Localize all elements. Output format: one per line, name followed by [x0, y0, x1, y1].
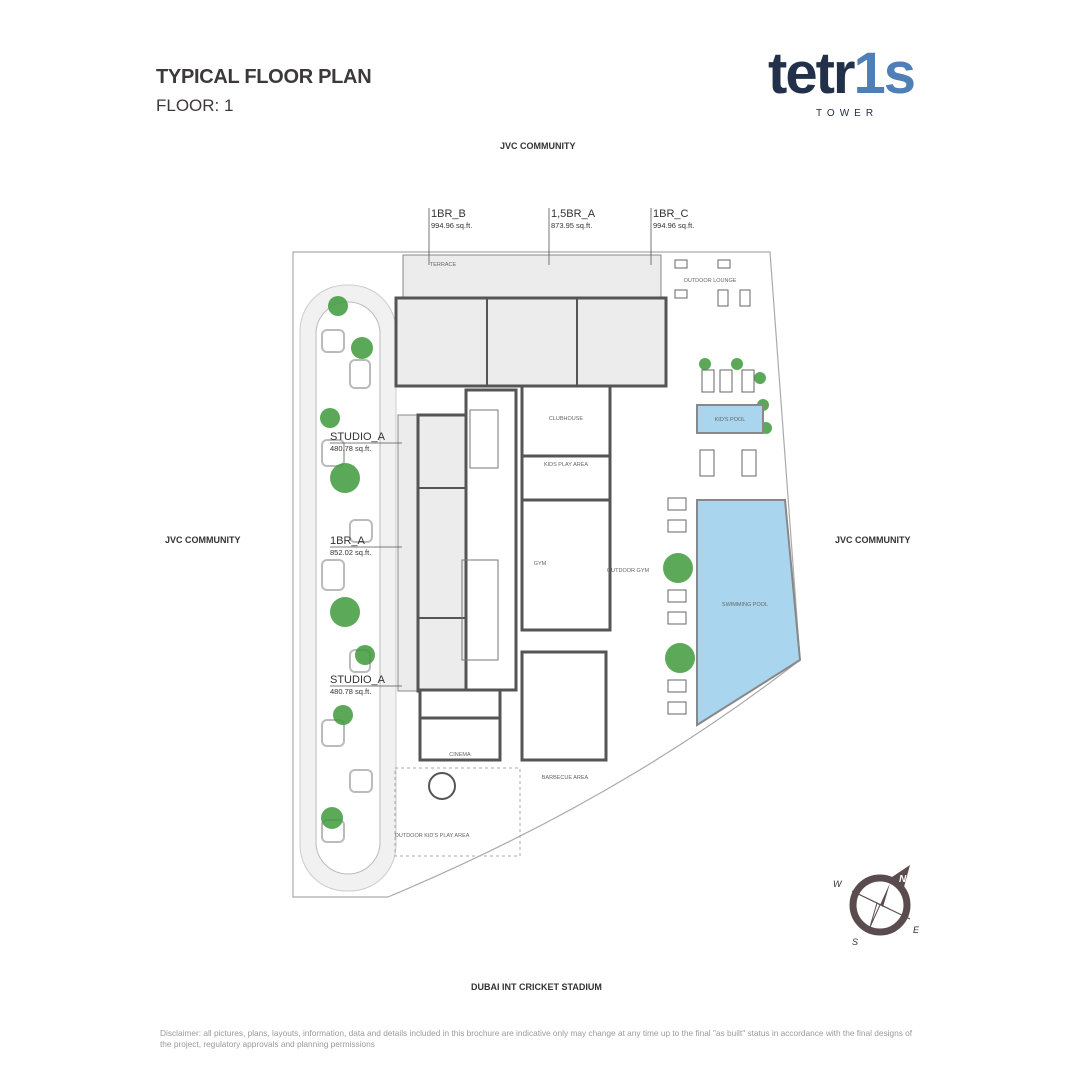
- clubhouse-label: CLUBHOUSE: [549, 416, 584, 422]
- play-structure: [428, 772, 456, 800]
- compass-icon: N W E S: [833, 865, 920, 947]
- jogging-track-inner: [315, 301, 381, 875]
- outdoor-kids-play-zone: [394, 767, 521, 857]
- kids-pool-label: KID'S POOL: [715, 417, 746, 423]
- garden-paths: [321, 329, 373, 843]
- compass-n: N: [899, 874, 907, 885]
- terrace-label: TERRACE: [430, 262, 457, 268]
- outdoor-gym-label: OUTDOOR GYM: [607, 568, 650, 574]
- kids-play-label: KIDS PLAY AREA: [544, 462, 588, 468]
- unit-leader-lines: [330, 208, 652, 687]
- swimming-pool-label: SWIMMING POOL: [722, 602, 768, 608]
- sun-loungers: [667, 259, 757, 715]
- trees: [320, 296, 772, 829]
- stair-core: [418, 688, 502, 720]
- kids-play-room: [520, 454, 612, 502]
- south-surrounding-label: DUBAI INT CRICKET STADIUM: [471, 982, 602, 992]
- floor-label: FLOOR: 1: [156, 96, 234, 115]
- outdoor-kids-play-label: OUTDOOR KID'S PLAY AREA: [395, 833, 470, 839]
- gym-room: [520, 498, 612, 632]
- left-terraces: [397, 414, 419, 692]
- clubhouse-room: [520, 384, 612, 458]
- left-units-block: [416, 413, 468, 693]
- kids-pool: [696, 404, 764, 434]
- north-surrounding-label: JVC COMMUNITY: [500, 141, 576, 151]
- compass-s: S: [852, 937, 858, 947]
- cinema-label: CINEMA: [449, 752, 471, 758]
- top-units-block: [394, 296, 668, 388]
- west-surrounding-label: JVC COMMUNITY: [165, 535, 241, 545]
- disclaimer: Disclaimer: all pictures, plans, layouts…: [160, 1028, 913, 1049]
- compass-e: E: [913, 925, 920, 935]
- gym-label: GYM: [534, 561, 547, 567]
- outdoor-lounge-label: OUTDOOR LOUNGE: [684, 278, 737, 284]
- logo-word-dark: tetr: [768, 41, 855, 106]
- bbq-label: BARBECUE AREA: [542, 775, 589, 781]
- swimming-pool: [696, 499, 802, 727]
- logo-subtitle: TOWER: [816, 108, 879, 119]
- core: [464, 388, 518, 692]
- brand-logo: tetr1s: [768, 41, 916, 106]
- compass-w: W: [833, 879, 843, 889]
- top-terraces: [402, 254, 662, 299]
- washrooms: [520, 650, 608, 762]
- page-title: TYPICAL FLOOR PLAN: [156, 66, 372, 88]
- cinema-room: [418, 716, 502, 762]
- east-surrounding-label: JVC COMMUNITY: [835, 535, 911, 545]
- logo-word-blue: 1s: [853, 41, 915, 106]
